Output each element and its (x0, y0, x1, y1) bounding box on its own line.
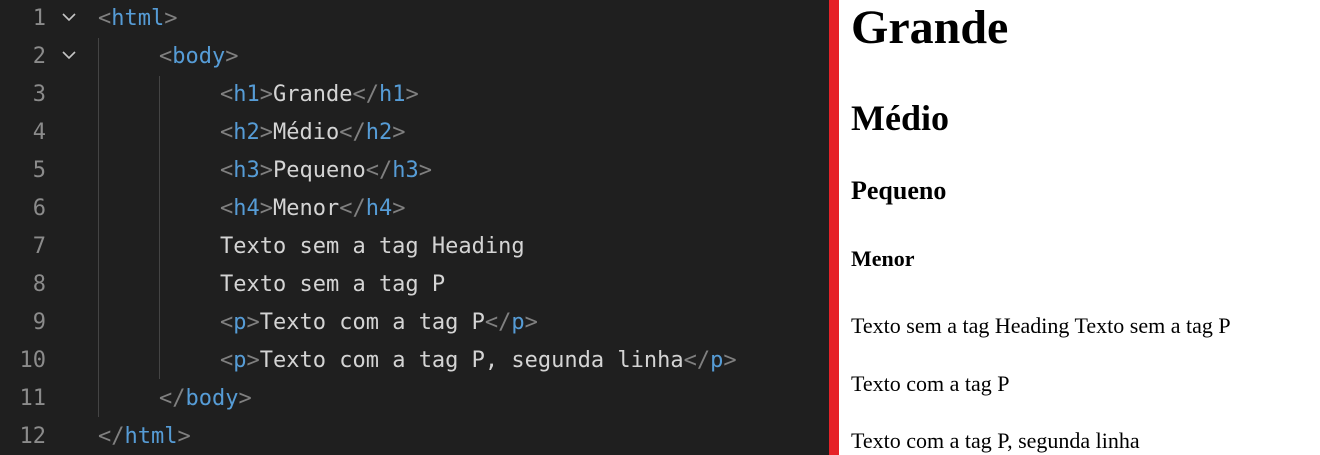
preview-paragraph-2: Texto com a tag P, segunda linha (851, 428, 1140, 453)
code-text: </body> (159, 386, 252, 411)
code-line[interactable]: 4 <h2>Médio</h2> (0, 114, 829, 152)
code-text: Texto sem a tag Heading (220, 234, 525, 259)
preview-heading-2: Médio (851, 98, 949, 138)
code-line[interactable]: 10 <p>Texto com a tag P, segunda linha</… (0, 342, 829, 380)
code-line[interactable]: 8 Texto sem a tag P (0, 266, 829, 304)
code-text: <h2>Médio</h2> (220, 120, 406, 145)
code-line[interactable]: 3 <h1>Grande</h1> (0, 76, 829, 114)
code-line[interactable]: 6 <h4>Menor</h4> (0, 190, 829, 228)
preview-heading-1: Grande (851, 1, 1009, 54)
code-text: <html> (98, 6, 178, 31)
code-text: <h4>Menor</h4> (220, 196, 406, 221)
line-number: 1 (32, 6, 46, 31)
preview-paragraph-1: Texto com a tag P (851, 371, 1010, 396)
code-line[interactable]: 11 </body> (0, 380, 829, 418)
line-number: 6 (32, 196, 46, 221)
line-number: 10 (19, 348, 47, 373)
line-number: 11 (19, 386, 47, 411)
line-number: 3 (32, 82, 46, 107)
line-number: 8 (32, 272, 46, 297)
code-text: <p>Texto com a tag P, segunda linha</p> (220, 348, 737, 373)
chevron-down-icon[interactable] (62, 51, 76, 60)
indent-guide (98, 38, 99, 417)
code-line[interactable]: 1 <html> (0, 0, 829, 38)
code-line[interactable]: 5 <h3>Pequeno</h3> (0, 152, 829, 190)
code-line[interactable]: 12 </html> (0, 418, 829, 455)
code-text: <h1>Grande</h1> (220, 82, 419, 107)
code-line[interactable]: 7 Texto sem a tag Heading (0, 228, 829, 266)
line-number: 4 (32, 120, 46, 145)
pane-divider[interactable] (829, 0, 839, 455)
indent-guide (159, 76, 160, 379)
line-number: 12 (19, 424, 47, 449)
code-editor[interactable]: 1 <html> 2 <body> 3 <h1>Grande</h1> 4 <h… (0, 0, 829, 455)
preview-heading-3: Pequeno (851, 176, 947, 205)
code-line[interactable]: 9 <p>Texto com a tag P</p> (0, 304, 829, 342)
code-text: <body> (159, 44, 239, 69)
chevron-down-icon[interactable] (62, 13, 76, 22)
code-text: </html> (98, 424, 191, 449)
code-text: <p>Texto com a tag P</p> (220, 310, 538, 335)
line-number: 7 (32, 234, 46, 259)
line-number: 5 (32, 158, 46, 183)
code-text: <h3>Pequeno</h3> (220, 158, 432, 183)
preview-heading-4: Menor (851, 246, 915, 271)
browser-preview: Grande Médio Pequeno Menor Texto sem a t… (839, 0, 1320, 455)
code-text: Texto sem a tag P (220, 272, 446, 297)
preview-plain-text: Texto sem a tag Heading Texto sem a tag … (851, 313, 1231, 338)
line-number: 9 (32, 310, 46, 335)
code-line[interactable]: 2 <body> (0, 38, 829, 76)
line-number: 2 (32, 44, 46, 69)
